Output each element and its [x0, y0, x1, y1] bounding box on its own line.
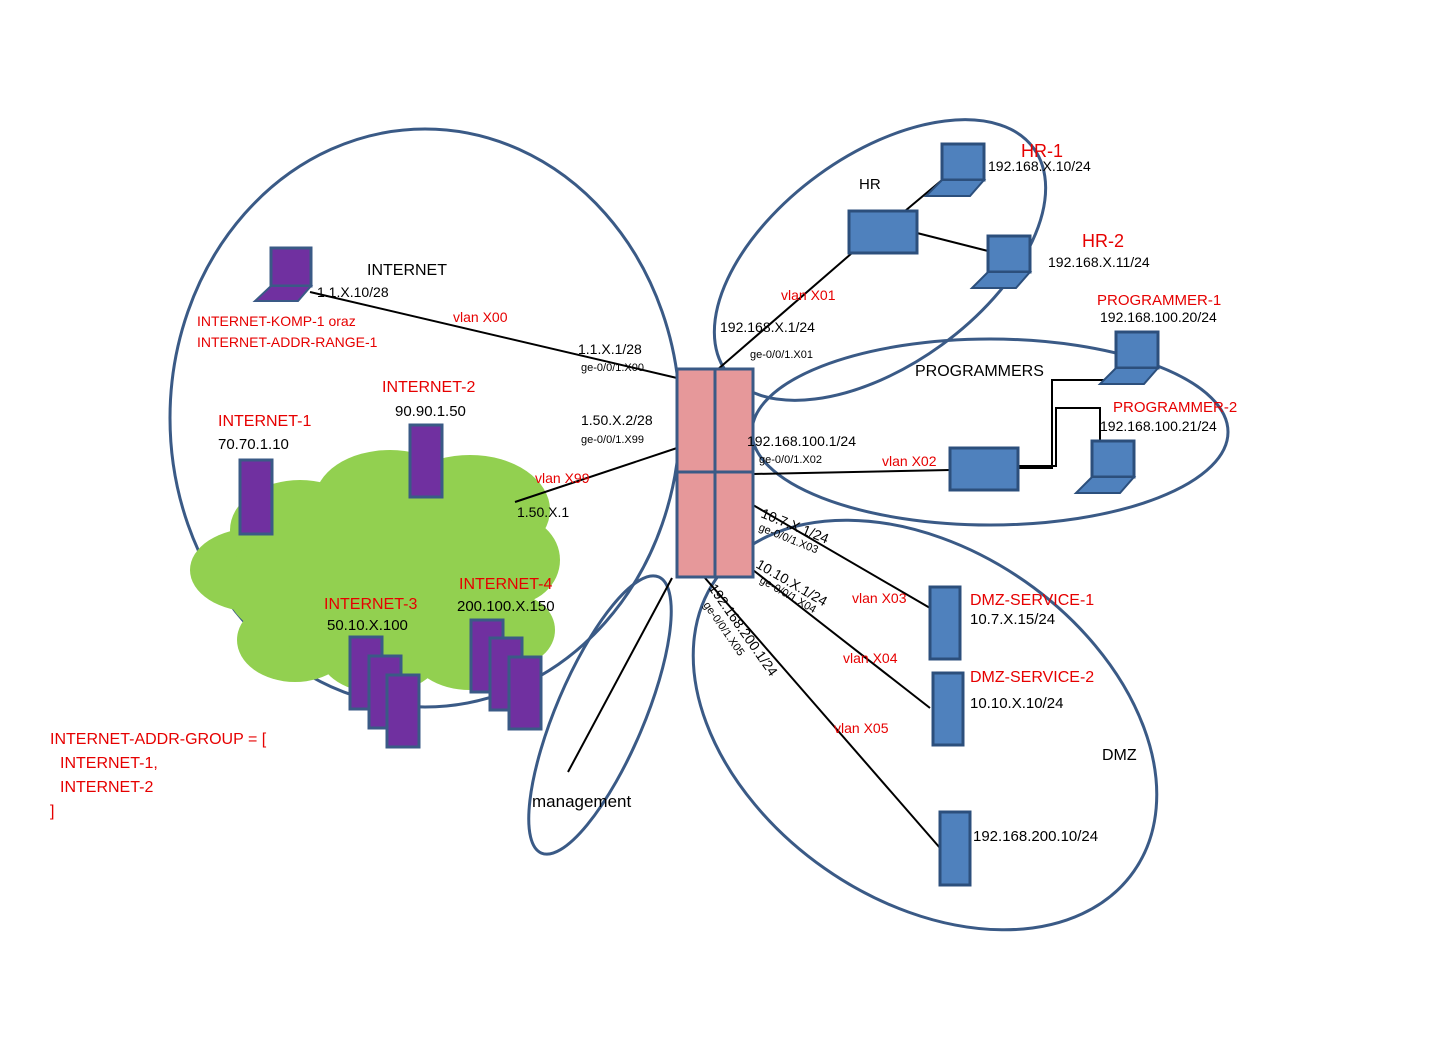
- dmz2-server-icon[interactable]: [931, 671, 965, 747]
- laptop-icon[interactable]: [252, 246, 314, 302]
- hr2-laptop-icon[interactable]: [969, 234, 1033, 289]
- internet3-ip: 50.10.X.100: [327, 617, 408, 634]
- programmer1-laptop-icon[interactable]: [1097, 330, 1161, 385]
- internet3-server-icon[interactable]: [385, 673, 421, 749]
- hr1-name: HR-1: [1021, 141, 1063, 161]
- vlan-x02-label: vlan X02: [882, 453, 937, 469]
- internet3-name: INTERNET-3: [324, 596, 417, 613]
- programmer2-name: PROGRAMMER-2: [1113, 399, 1237, 416]
- internet1-name: INTERNET-1: [218, 413, 311, 430]
- internet2-name: INTERNET-2: [382, 379, 475, 396]
- internet-zone-label: INTERNET: [367, 262, 447, 279]
- dmz3-server-icon[interactable]: [938, 810, 972, 887]
- x99-iface: ge-0/0/1.X99: [581, 434, 644, 446]
- addr-group-line4: ]: [50, 803, 54, 820]
- dmz-zone-label: DMZ: [1102, 747, 1137, 764]
- internet2-server-icon[interactable]: [408, 423, 444, 499]
- x01-ip: 192.168.X.1/24: [720, 319, 815, 335]
- internet-komp-name: INTERNET-KOMP-1 oraz: [197, 313, 356, 329]
- dmz-zone: [691, 518, 1159, 932]
- x02-ip: 192.168.100.1/24: [747, 433, 856, 449]
- addr-group-line3: INTERNET-2: [60, 779, 153, 796]
- internet-komp-ip: 1.1.X.10/28: [317, 284, 389, 300]
- dmz2-ip: 10.10.X.10/24: [970, 695, 1063, 712]
- hr-switch-icon[interactable]: [847, 209, 919, 255]
- vlan-x04-label: vlan X04: [843, 650, 898, 666]
- addr-group-line1: INTERNET-ADDR-GROUP = [: [50, 731, 267, 748]
- dmz2-name: DMZ-SERVICE-2: [970, 669, 1094, 686]
- vlan-x03-label: vlan X03: [852, 590, 907, 606]
- x99-gateway: 1.50.X.1: [517, 504, 569, 520]
- programmer2-ip: 192.168.100.21/24: [1100, 418, 1217, 434]
- internet4-name: INTERNET-4: [459, 576, 552, 593]
- management-zone: [527, 574, 673, 856]
- x02-iface: ge-0/0/1.X02: [759, 454, 822, 466]
- hr1-laptop-icon[interactable]: [923, 142, 987, 197]
- hr2-ip: 192.168.X.11/24: [1048, 254, 1150, 270]
- x01-iface: ge-0/0/1.X01: [750, 349, 813, 361]
- programmer1-name: PROGRAMMER-1: [1097, 292, 1221, 309]
- internet1-server-icon[interactable]: [238, 458, 274, 536]
- x00-ip: 1.1.X.1/28: [578, 341, 642, 357]
- hr-zone-label: HR: [859, 176, 881, 193]
- internet2-ip: 90.90.1.50: [395, 403, 466, 420]
- internet4-ip: 200.100.X.150: [457, 598, 555, 615]
- programmers-zone-label: PROGRAMMERS: [915, 363, 1044, 380]
- hr2-name: HR-2: [1082, 231, 1124, 251]
- programmers-switch-icon[interactable]: [948, 446, 1020, 492]
- dmz1-ip: 10.7.X.15/24: [970, 611, 1055, 628]
- addr-group-line2: INTERNET-1,: [60, 755, 158, 772]
- internet-addr-range-name: INTERNET-ADDR-RANGE-1: [197, 334, 378, 350]
- vlan-x00-label: vlan X00: [453, 309, 508, 325]
- internet1-ip: 70.70.1.10: [218, 436, 289, 453]
- vlan-x99-label: vlan X99: [535, 470, 590, 486]
- dmz1-server-icon[interactable]: [928, 585, 962, 661]
- hr1-ip: 192.168.X.10/24: [988, 158, 1091, 174]
- firewall: [675, 367, 755, 579]
- programmer1-ip: 192.168.100.20/24: [1100, 309, 1217, 325]
- vlan-x01-label: vlan X01: [781, 287, 836, 303]
- programmer2-laptop-icon[interactable]: [1073, 439, 1137, 494]
- internet4-server-icon[interactable]: [507, 655, 543, 731]
- x00-iface: ge-0/0/1.X00: [581, 362, 644, 374]
- x99-ip: 1.50.X.2/28: [581, 412, 653, 428]
- management-zone-label: management: [532, 792, 632, 811]
- vlan-x05-label: vlan X05: [834, 720, 889, 736]
- dmz3-ip: 192.168.200.10/24: [973, 828, 1098, 845]
- dmz1-name: DMZ-SERVICE-1: [970, 592, 1094, 609]
